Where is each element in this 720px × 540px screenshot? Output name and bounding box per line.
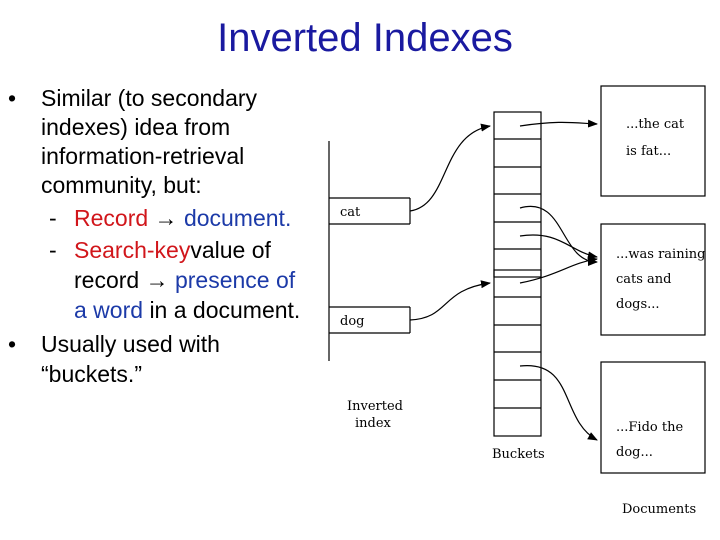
doc-1-line-1: ...the cat [626,117,685,132]
buckets-label: Buckets [492,447,545,462]
buckets-column [493,111,542,437]
bullet-1-line-4: community, but: [41,172,202,198]
sub-bullet-2-line-3: a word in a document. [74,296,300,326]
inverted-index-label-line-2: index [355,416,392,431]
sub-bullet-1-dash: - [49,205,57,231]
doc-2-line-3: dogs... [616,297,660,312]
bullet-1-line-1: Similar (to secondary [41,85,258,111]
record-text: Record [74,205,149,231]
bullet-2-line-1: Usually used with [41,331,220,357]
doc-2-line-1: ...was raining [616,247,705,262]
record-text-2: record [74,267,140,293]
pointer-arrows [409,119,598,441]
bullet-marker-1: • [8,85,17,111]
document-text: document. [183,205,292,231]
doc-3-line-1: ...Fido the [616,420,683,435]
a-word-text: a word [74,297,144,323]
in-a-document-text: in a document. [149,297,301,323]
bullet-1-line-2: indexes) idea from [41,114,231,140]
bullet-2-line-2: “buckets.” [41,361,142,387]
arrow-icon: → [154,205,178,231]
doc-3-line-2: dog... [616,445,653,460]
doc-1-line-2: is fat... [626,144,671,159]
documents-label: Documents [622,502,696,517]
doc-2-line-2: cats and [616,272,672,287]
search-key-text: Search-key [74,237,191,263]
arrow-icon: → [145,267,169,293]
index-entry-cat: cat [340,205,361,220]
slide-title: Inverted Indexes [217,16,513,60]
sub-bullet-1: Record → document. [74,204,291,234]
inverted-index-label-line-1: Inverted [347,399,403,414]
index-entry-dog: dog [340,314,364,329]
bullet-marker-2: • [8,331,17,357]
sub-bullet-2-line-2: record → presence of [74,266,295,296]
sub-bullet-2-line-1: Search-keyvalue of [74,236,271,266]
document-boxes [600,85,706,474]
sub-bullet-2-dash: - [49,237,57,263]
bullet-1-line-3: information-retrieval [41,143,245,169]
value-of-text: value of [190,237,271,263]
presence-of-text: presence of [174,267,296,293]
